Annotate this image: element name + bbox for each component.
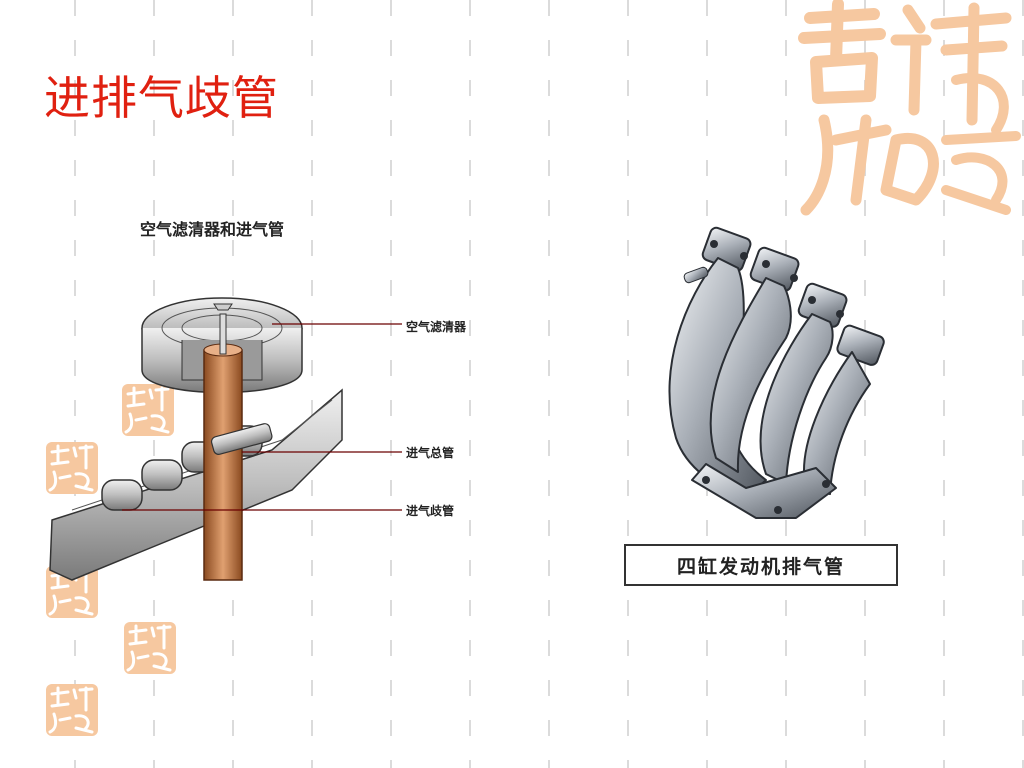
callout-intake-plenum: 进气总管 xyxy=(406,446,455,460)
intake-manifold-illustration xyxy=(49,297,402,581)
slide-title: 进排气歧管 xyxy=(44,71,279,125)
exhaust-figure-caption: 四缸发动机排气管 xyxy=(676,555,845,578)
callout-air-filter: 空气滤清器 xyxy=(406,320,467,334)
auspicious-seal-large xyxy=(798,0,1021,216)
callout-intake-manifold: 进气歧管 xyxy=(406,504,455,518)
auspicious-seal-small xyxy=(46,442,98,494)
exhaust-figure-caption-box: 四缸发动机排气管 xyxy=(624,544,898,586)
exhaust-manifold-illustration xyxy=(668,226,885,519)
air-filter-figure-heading: 空气滤清器和进气管 xyxy=(140,220,285,239)
auspicious-seal-small xyxy=(124,622,176,674)
auspicious-seal-small xyxy=(46,684,98,736)
auspicious-seal-small xyxy=(122,384,174,436)
